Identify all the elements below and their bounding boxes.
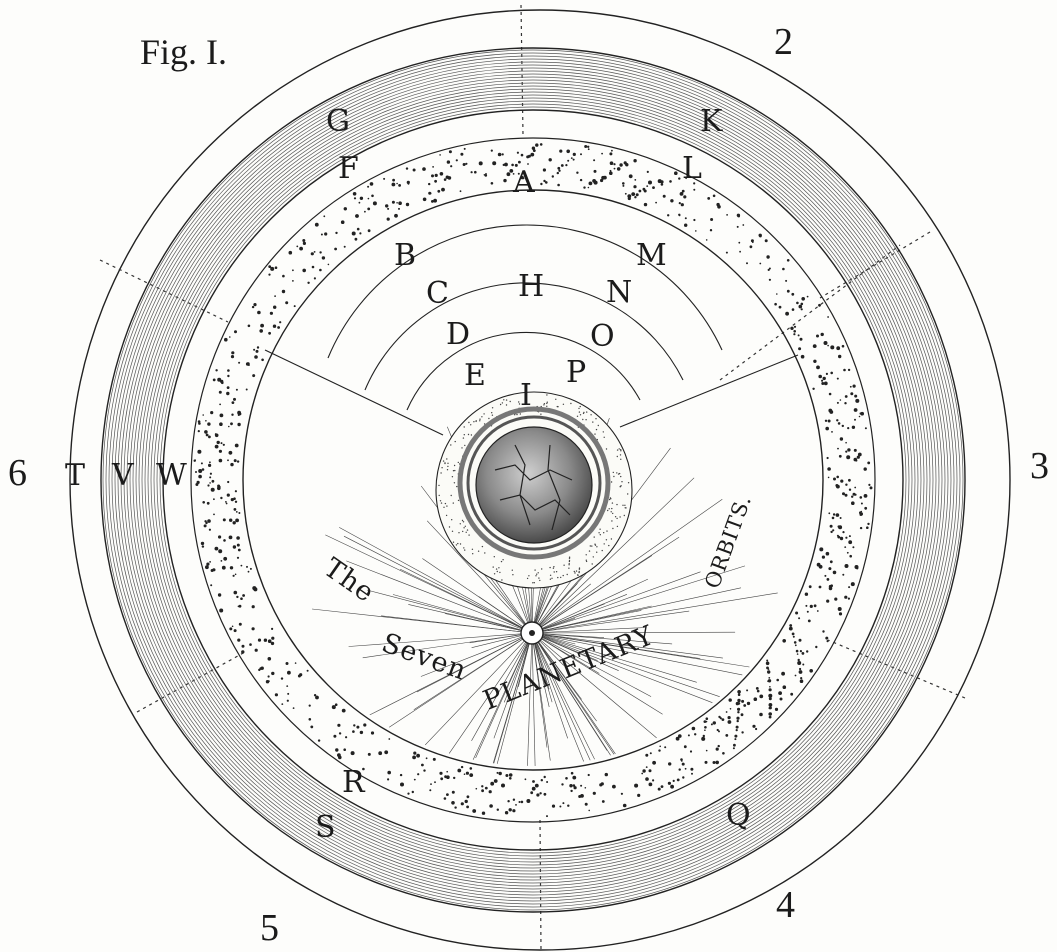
figure-title: Fig. I. xyxy=(140,32,227,72)
caption-orbits: ORBITS. xyxy=(700,491,756,591)
letter-A: A xyxy=(512,165,535,200)
letter-W: W xyxy=(156,458,187,493)
letter-D: D xyxy=(446,317,470,352)
letter-F: F xyxy=(338,151,359,186)
letter-V: V xyxy=(111,458,135,493)
letter-I: I xyxy=(520,378,532,413)
letter-T: T xyxy=(65,458,85,493)
sector-number-2: 2 xyxy=(774,21,793,63)
caption-the: The xyxy=(318,552,380,609)
letter-S: S xyxy=(315,810,336,845)
letter-H: H xyxy=(518,269,544,304)
sun xyxy=(521,622,543,644)
letter-C: C xyxy=(426,276,449,311)
sector-number-6: 6 xyxy=(8,452,27,494)
letter-P: P xyxy=(566,355,586,390)
letter-R: R xyxy=(342,765,366,800)
letter-K: K xyxy=(700,104,723,139)
sector-number-4: 4 xyxy=(776,884,795,926)
letter-E: E xyxy=(464,358,486,393)
letter-N: N xyxy=(606,275,632,310)
caption-seven: Seven xyxy=(378,627,471,686)
letter-O: O xyxy=(590,319,615,354)
letter-Q: Q xyxy=(726,798,751,833)
sector-number-3: 3 xyxy=(1030,445,1049,487)
letter-G: G xyxy=(326,104,350,139)
letter-M: M xyxy=(636,238,667,273)
letter-B: B xyxy=(394,238,416,273)
letter-L: L xyxy=(682,151,702,186)
caption-planetary: PLANETARY xyxy=(479,620,659,717)
sector-number-5: 5 xyxy=(260,907,279,949)
earth-globe xyxy=(476,427,592,543)
